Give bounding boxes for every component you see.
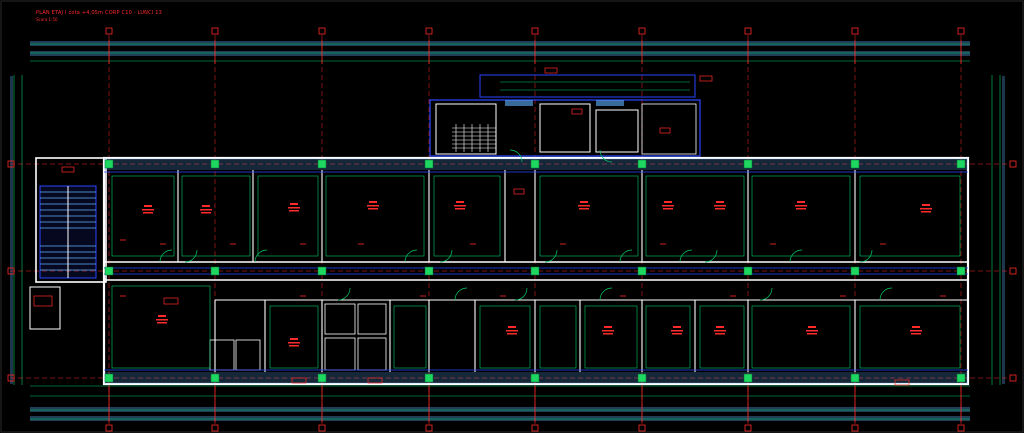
dimension-tags <box>33 67 910 386</box>
room-label-marks <box>142 201 932 347</box>
bottom-dimension-strip <box>30 385 970 421</box>
finish-lines <box>111 175 961 369</box>
room-partitions-north <box>177 170 856 262</box>
level-markers <box>120 239 946 297</box>
dimension-ticks <box>108 40 962 422</box>
drawing-title-block: PLAN ETAJ I cota +4,05m CORP C10 - LUNCI… <box>36 11 162 22</box>
axis-markers-top <box>105 27 965 35</box>
drawing-scale: Scara 1:50 <box>36 17 58 22</box>
top-dimension-strip <box>30 41 970 62</box>
door-swings <box>159 149 893 301</box>
structural-columns <box>104 159 966 383</box>
stair-left <box>39 185 97 279</box>
annex-block <box>429 74 701 157</box>
side-dimension-strips <box>10 75 1005 385</box>
axis-markers-bottom <box>105 424 965 432</box>
axis-markers-sides <box>7 160 1017 382</box>
drawing-title: PLAN ETAJ I cota +4,05m CORP C10 - LUNCI… <box>36 10 163 16</box>
